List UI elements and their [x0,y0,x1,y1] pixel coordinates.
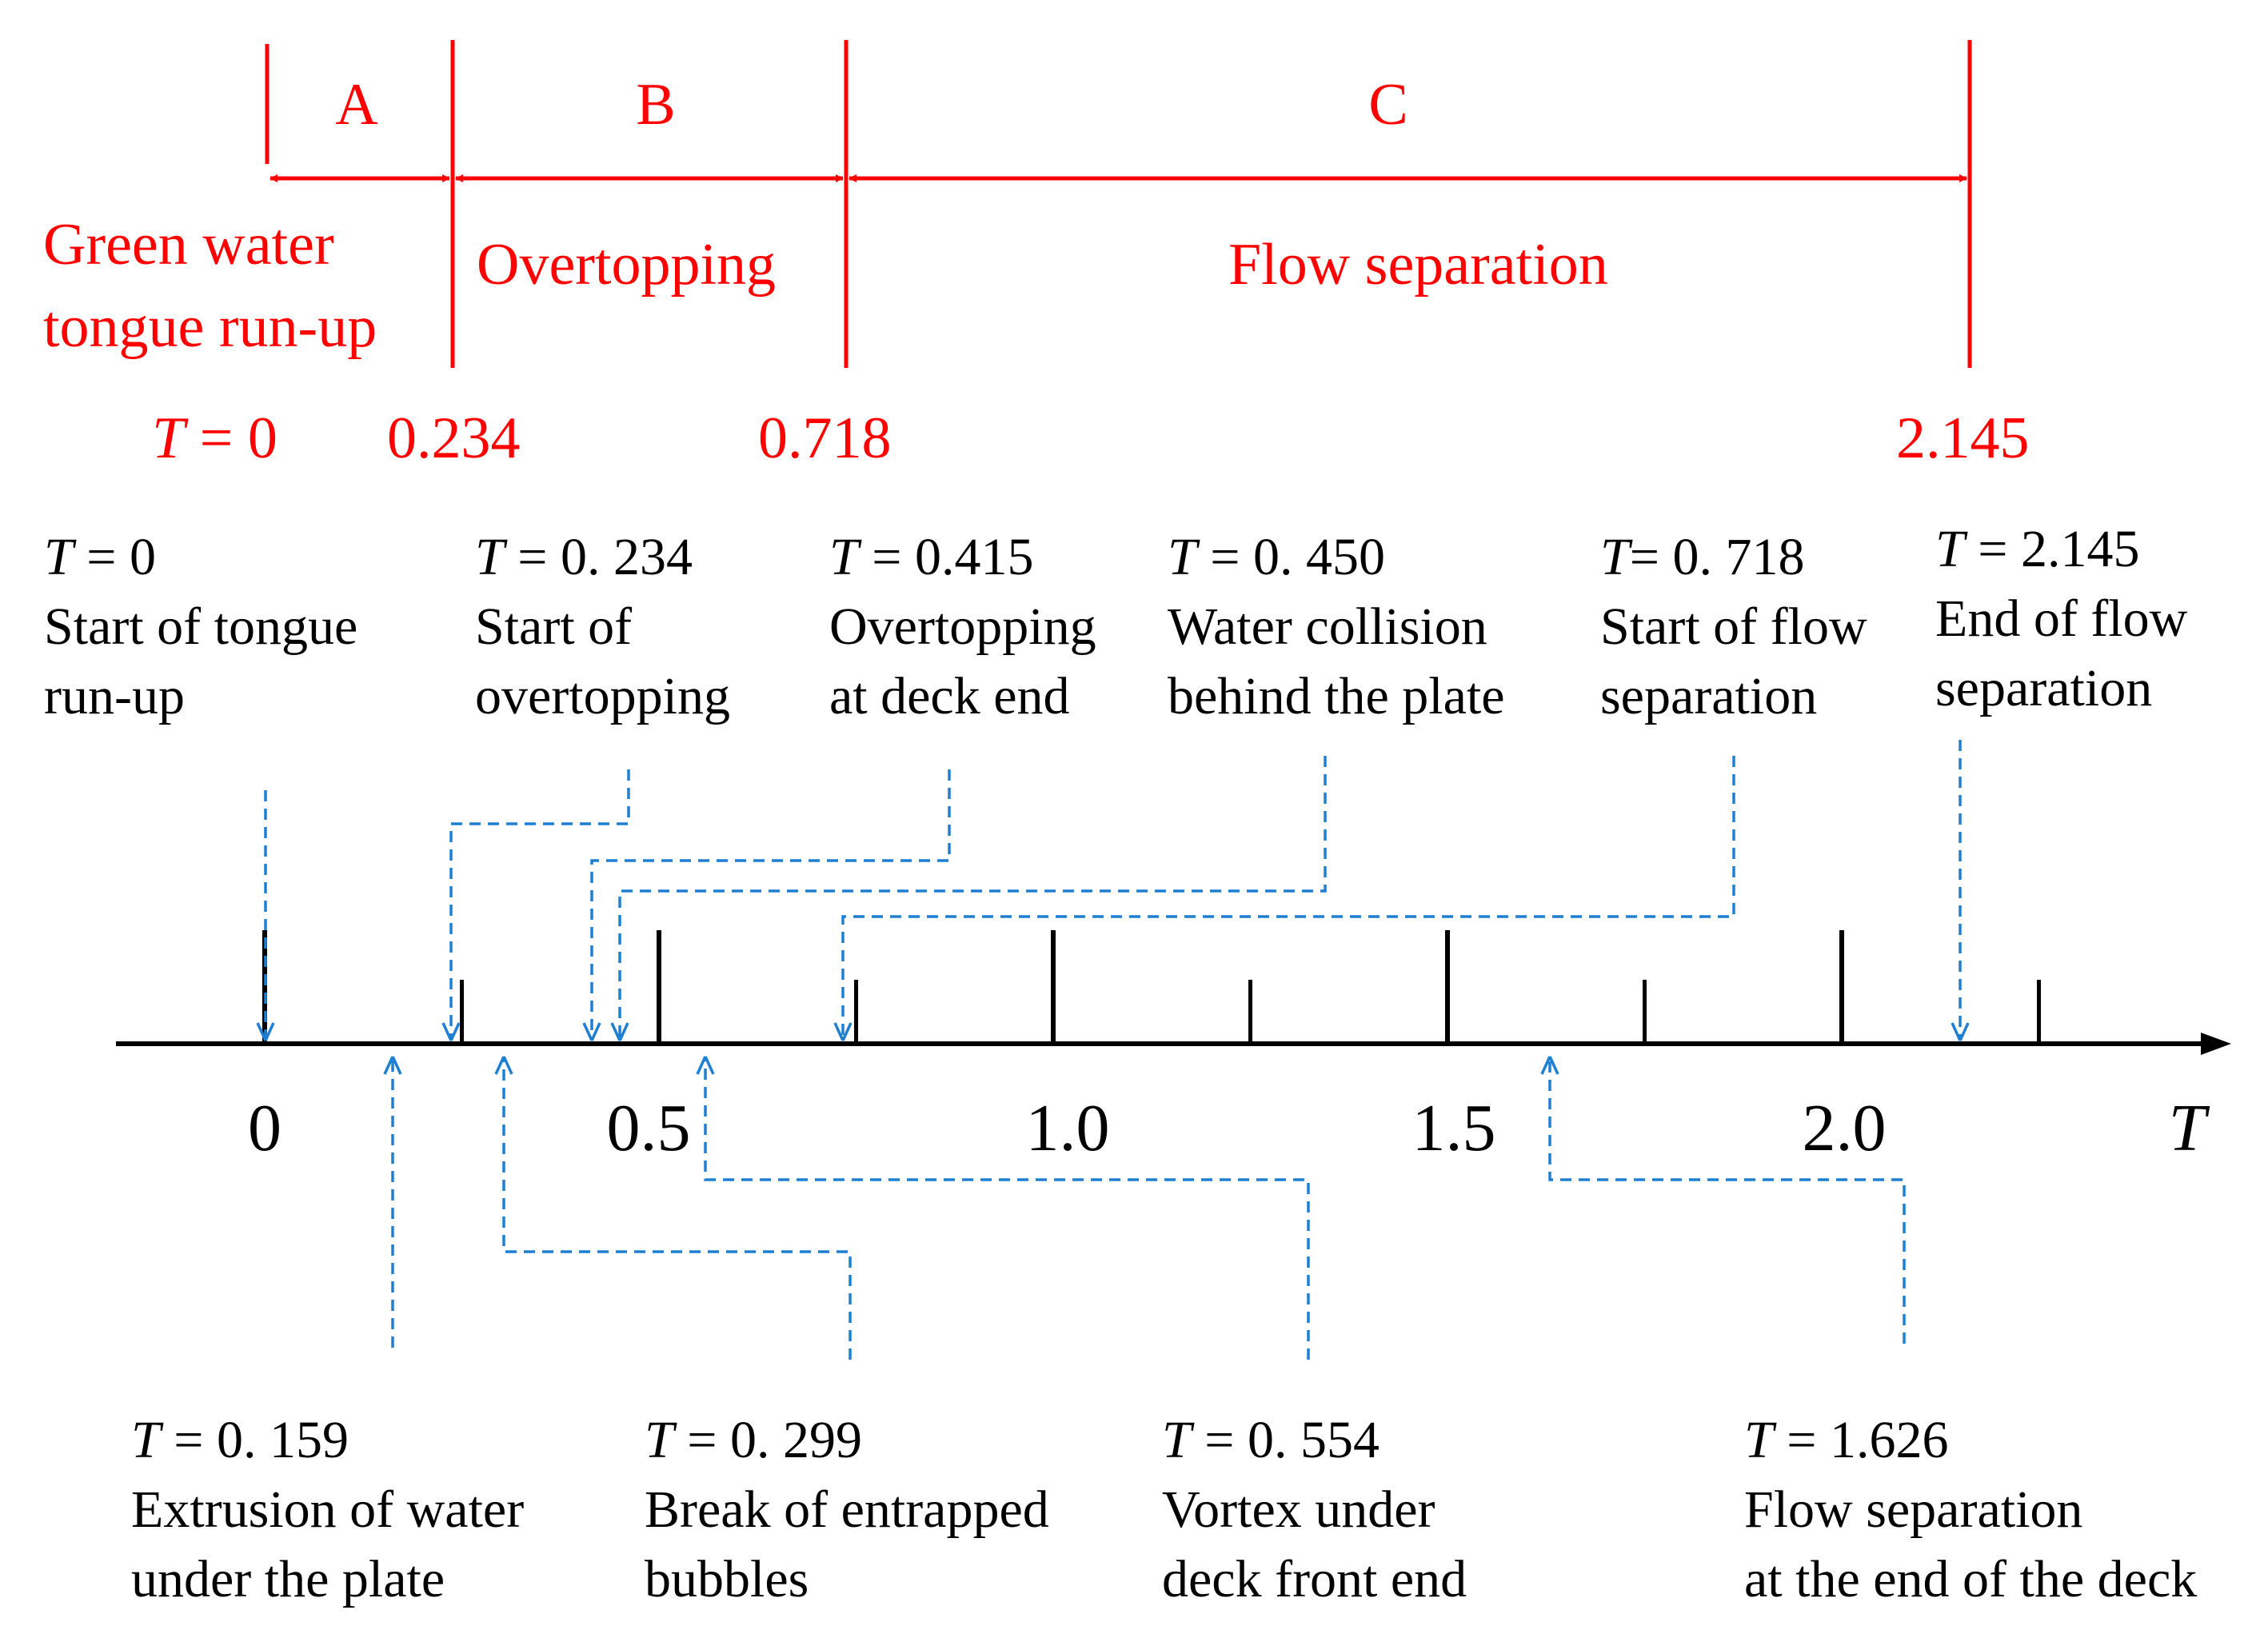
phase-letter: C [1368,72,1408,138]
axis-title: T [2169,1091,2210,1165]
axis-tick-label: 0.5 [607,1091,691,1165]
event-description: at the end of the deck [1744,1550,2197,1608]
event-description: behind the plate [1168,667,1505,725]
event-connector [1548,1057,1906,1344]
phase-name: Green water [43,212,334,278]
event-description: Extrusion of water [131,1480,524,1539]
event-description: at deck end [829,667,1070,725]
event-connector [502,1057,852,1360]
axis-tick-label: 0 [248,1091,282,1165]
event-time-value: = 0. 159 [161,1411,349,1469]
event-time: T = 2.145 [1935,520,2139,578]
event-description: Vortex under [1162,1480,1435,1539]
boundary-number: 0.234 [387,406,521,471]
boundary-number: = 0 [185,406,278,471]
event-arrowhead [696,1056,715,1075]
event-connector [449,769,630,1041]
event-connector [618,756,1327,1041]
event-time-value: = 2.145 [1965,520,2140,578]
event-time: T = 0. 554 [1162,1411,1380,1469]
event-connector [841,756,1735,1041]
event-time-var: T [44,528,77,586]
event-time-value: = 0. 718 [1630,528,1805,586]
event-arrowhead [494,1056,513,1075]
event-description: Start of flow [1600,597,1867,656]
event-arrowhead [383,1056,402,1075]
event-connector [590,769,951,1041]
event-description: overtopping [475,667,730,725]
boundary-number: 0.718 [758,406,892,471]
event-time-var: T [1935,520,1968,578]
event-time-var: T [829,528,862,586]
event-arrowhead [441,1022,461,1041]
phase-name: tongue run-up [43,294,377,360]
boundary-value: 0.234 [387,406,521,471]
event-time-var: T [1744,1411,1777,1469]
axis-title-var: T [2169,1091,2210,1165]
event-description: Start of tongue [44,597,357,656]
event-time-value: = 0. 554 [1192,1411,1380,1469]
event-time: T = 0. 450 [1168,528,1385,586]
event-time: T= 0. 718 [1600,528,1804,586]
event-time-value: = 0 [74,528,156,586]
event-time-value: = 0.415 [859,528,1034,586]
event-arrowhead [1540,1056,1559,1075]
boundary-value: 0.718 [758,406,892,471]
event-time-value: = 0. 450 [1197,528,1385,586]
event-connector [704,1057,1310,1360]
boundary-value: T = 0 [152,406,278,471]
axis-tick-label: 1.5 [1412,1091,1496,1165]
event-description: run-up [44,667,185,725]
event-description: Start of [475,597,632,656]
event-time: T = 0.415 [829,528,1033,586]
boundary-value: 2.145 [1896,406,2030,471]
phase-name: Overtopping [477,232,776,298]
event-description: separation [1600,667,1817,725]
event-time-var: T [131,1411,164,1469]
event-time-var: T [1162,1411,1195,1469]
event-description: separation [1935,659,2152,717]
phase-letter: B [636,72,675,138]
event-description: Overtopping [829,597,1096,656]
boundary-var: T [152,406,189,471]
event-time-value: = 0. 234 [505,528,693,586]
boundary-number: 2.145 [1896,406,2030,471]
event-time: T = 0. 234 [475,528,693,586]
time-axis-arrowhead [2201,1033,2231,1055]
event-arrowhead [1951,1022,1970,1041]
event-arrowhead [582,1022,601,1041]
event-time: T = 0. 159 [131,1411,349,1469]
event-description: under the plate [131,1550,445,1608]
event-time-var: T [1168,528,1200,586]
event-time-var: T [475,528,508,586]
event-description: bubbles [645,1550,809,1608]
event-arrowhead [610,1022,629,1041]
event-description: End of flow [1935,589,2188,648]
event-time: T = 0 [44,528,156,586]
phase-letter: A [335,72,377,138]
event-time-var: T [645,1411,677,1469]
event-description: deck front end [1162,1550,1467,1608]
axis-tick-label: 2.0 [1803,1091,1887,1165]
event-time-var: T [1600,528,1633,586]
event-time-value: = 0. 299 [674,1411,862,1469]
phase-name: Flow separation [1228,232,1608,298]
event-description: Flow separation [1744,1480,2082,1539]
event-arrowhead [256,1022,275,1041]
event-time: T = 0. 299 [645,1411,862,1469]
event-description: Water collision [1168,597,1487,656]
event-description: Break of entrapped [645,1480,1049,1539]
event-time-value: = 1.626 [1774,1411,1949,1469]
event-arrowhead [833,1022,852,1041]
event-time: T = 1.626 [1744,1411,1948,1469]
axis-tick-label: 1.0 [1026,1091,1110,1165]
